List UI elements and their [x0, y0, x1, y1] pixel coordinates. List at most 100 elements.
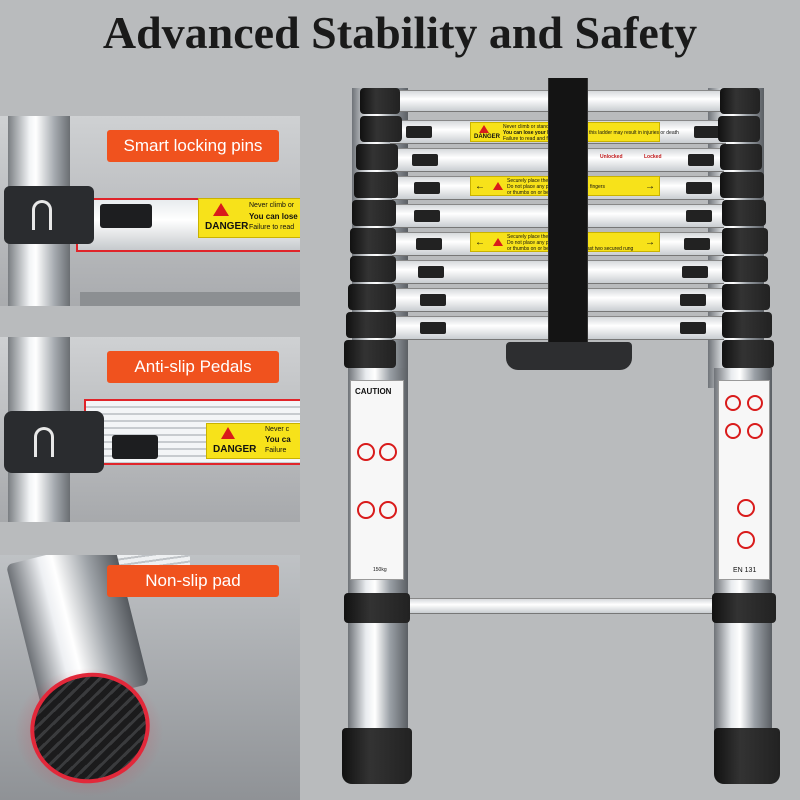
no-ladder-icon	[379, 443, 397, 461]
end-cap	[720, 88, 760, 114]
locking-pin	[414, 182, 440, 194]
rung	[392, 598, 726, 614]
locking-pin	[684, 238, 710, 250]
no-overreach-icon	[737, 499, 755, 517]
locking-pin	[420, 322, 446, 334]
warning-triangle-icon	[493, 238, 503, 246]
rail-collar	[344, 593, 410, 623]
locking-pin	[412, 154, 438, 166]
locking-pin	[694, 126, 720, 138]
caution-label: CAUTION 150kg	[350, 380, 404, 580]
left-arrow-icon: ←	[475, 237, 485, 248]
locking-pin	[112, 435, 158, 459]
panel-non-slip-pad: Non-slip pad	[0, 555, 300, 800]
strap-handle	[506, 342, 632, 370]
sticker-line-2: You can lose your bal	[503, 130, 555, 136]
warning-triangle-icon	[493, 182, 503, 190]
warning-triangle-icon	[213, 203, 229, 216]
safety-pictogram-label: EN 131	[718, 380, 770, 580]
locking-pin	[680, 322, 706, 334]
panel-locking-pins: DANGER Never climb or You can lose Failu…	[0, 116, 300, 306]
sticker-line-4: this ladder may result in injuries or de…	[589, 130, 679, 136]
locking-pin	[682, 266, 708, 278]
callout-smart-locking-pins: Smart locking pins	[107, 130, 279, 162]
no-climb-icon	[357, 501, 375, 519]
thumb-line-3: or thumbs on or between	[507, 246, 563, 252]
ladder-illustration: DANGER Never climb or stand on You can l…	[330, 78, 800, 800]
danger-sticker: DANGER Never c You ca Failure	[206, 423, 300, 459]
end-cap	[722, 340, 774, 368]
thumb-line-3: or thumbs on or between	[507, 190, 563, 196]
callout-non-slip-pad: Non-slip pad	[107, 565, 279, 597]
end-cap	[720, 144, 762, 170]
locking-pin	[680, 294, 706, 306]
en131-label: EN 131	[733, 567, 757, 574]
locked-label: Locked	[644, 154, 662, 160]
sticker-line-3: Failure to read	[249, 224, 295, 231]
end-cap	[722, 228, 768, 254]
end-cap	[722, 312, 772, 338]
end-cap	[718, 116, 760, 142]
end-cap	[720, 172, 764, 198]
danger-sticker: DANGER Never climb or You can lose Failu…	[198, 198, 300, 238]
foot-pad-right	[714, 728, 780, 784]
thumb-line-2: Do not place any part of	[507, 184, 561, 190]
sticker-line-1: Never climb or	[249, 202, 295, 209]
thumb-line-4: least two secured rung	[583, 246, 634, 252]
carry-strap	[548, 78, 588, 344]
sticker-line-1: Never climb or stand on	[503, 124, 556, 130]
thumb-line-1: Securely place the thumb	[507, 234, 564, 240]
rung	[72, 294, 300, 306]
lock-indicator: Unlocked Locked	[600, 150, 680, 164]
danger-label: DANGER	[205, 221, 249, 232]
sticker-line-3: Failure to read and follow	[503, 136, 560, 142]
no-stand-icon	[747, 395, 763, 411]
left-arrow-icon: ←	[475, 181, 485, 192]
clamp-u-icon	[32, 200, 52, 230]
locking-pin	[686, 182, 712, 194]
end-cap	[344, 340, 396, 368]
panel-anti-slip-pedals: DANGER Never c You ca Failure Anti-slip …	[0, 337, 300, 522]
locking-pin	[688, 154, 714, 166]
thumb-line-1: Securely place the thumb	[507, 178, 564, 184]
danger-label: DANGER	[474, 134, 501, 140]
sticker-line-3: Failure	[265, 447, 287, 454]
max-load-label: 150kg	[373, 567, 387, 573]
locking-pin	[406, 126, 432, 138]
locking-pin	[100, 204, 152, 228]
right-arrow-icon: →	[645, 237, 655, 248]
page-title: Advanced Stability and Safety	[102, 7, 698, 58]
sticker-line-2: You can lose	[249, 212, 298, 221]
end-cap	[346, 312, 396, 338]
no-ladder-icon	[357, 443, 375, 461]
callout-anti-slip-pedals: Anti-slip Pedals	[107, 351, 279, 383]
sticker-line-1: Never c	[265, 426, 290, 433]
no-reach-icon	[379, 501, 397, 519]
end-cap	[350, 228, 396, 254]
end-cap	[722, 256, 768, 282]
no-electric-icon	[737, 531, 755, 549]
rail-collar	[712, 593, 776, 623]
no-stand-icon	[725, 395, 741, 411]
end-cap	[722, 200, 766, 226]
sticker-line-2: You ca	[265, 435, 291, 444]
end-cap	[360, 116, 402, 142]
end-cap	[350, 256, 396, 282]
rung-profile	[80, 292, 300, 306]
no-lean-icon	[725, 423, 741, 439]
unlocked-label: Unlocked	[600, 154, 623, 160]
warning-triangle-icon	[479, 125, 489, 133]
no-lean-icon	[747, 423, 763, 439]
warning-triangle-icon	[221, 427, 235, 439]
locking-pin	[418, 266, 444, 278]
caution-title: CAUTION	[355, 387, 392, 396]
clamp-u-icon	[34, 427, 54, 457]
thumb-line-2: Do not place any part of	[507, 240, 561, 246]
thumb-line-4: th, fingers	[583, 184, 605, 190]
end-cap	[356, 144, 398, 170]
clamp	[4, 411, 104, 473]
end-cap	[354, 172, 398, 198]
locking-pin	[416, 238, 442, 250]
danger-label: DANGER	[213, 444, 257, 455]
right-arrow-icon: →	[645, 181, 655, 192]
